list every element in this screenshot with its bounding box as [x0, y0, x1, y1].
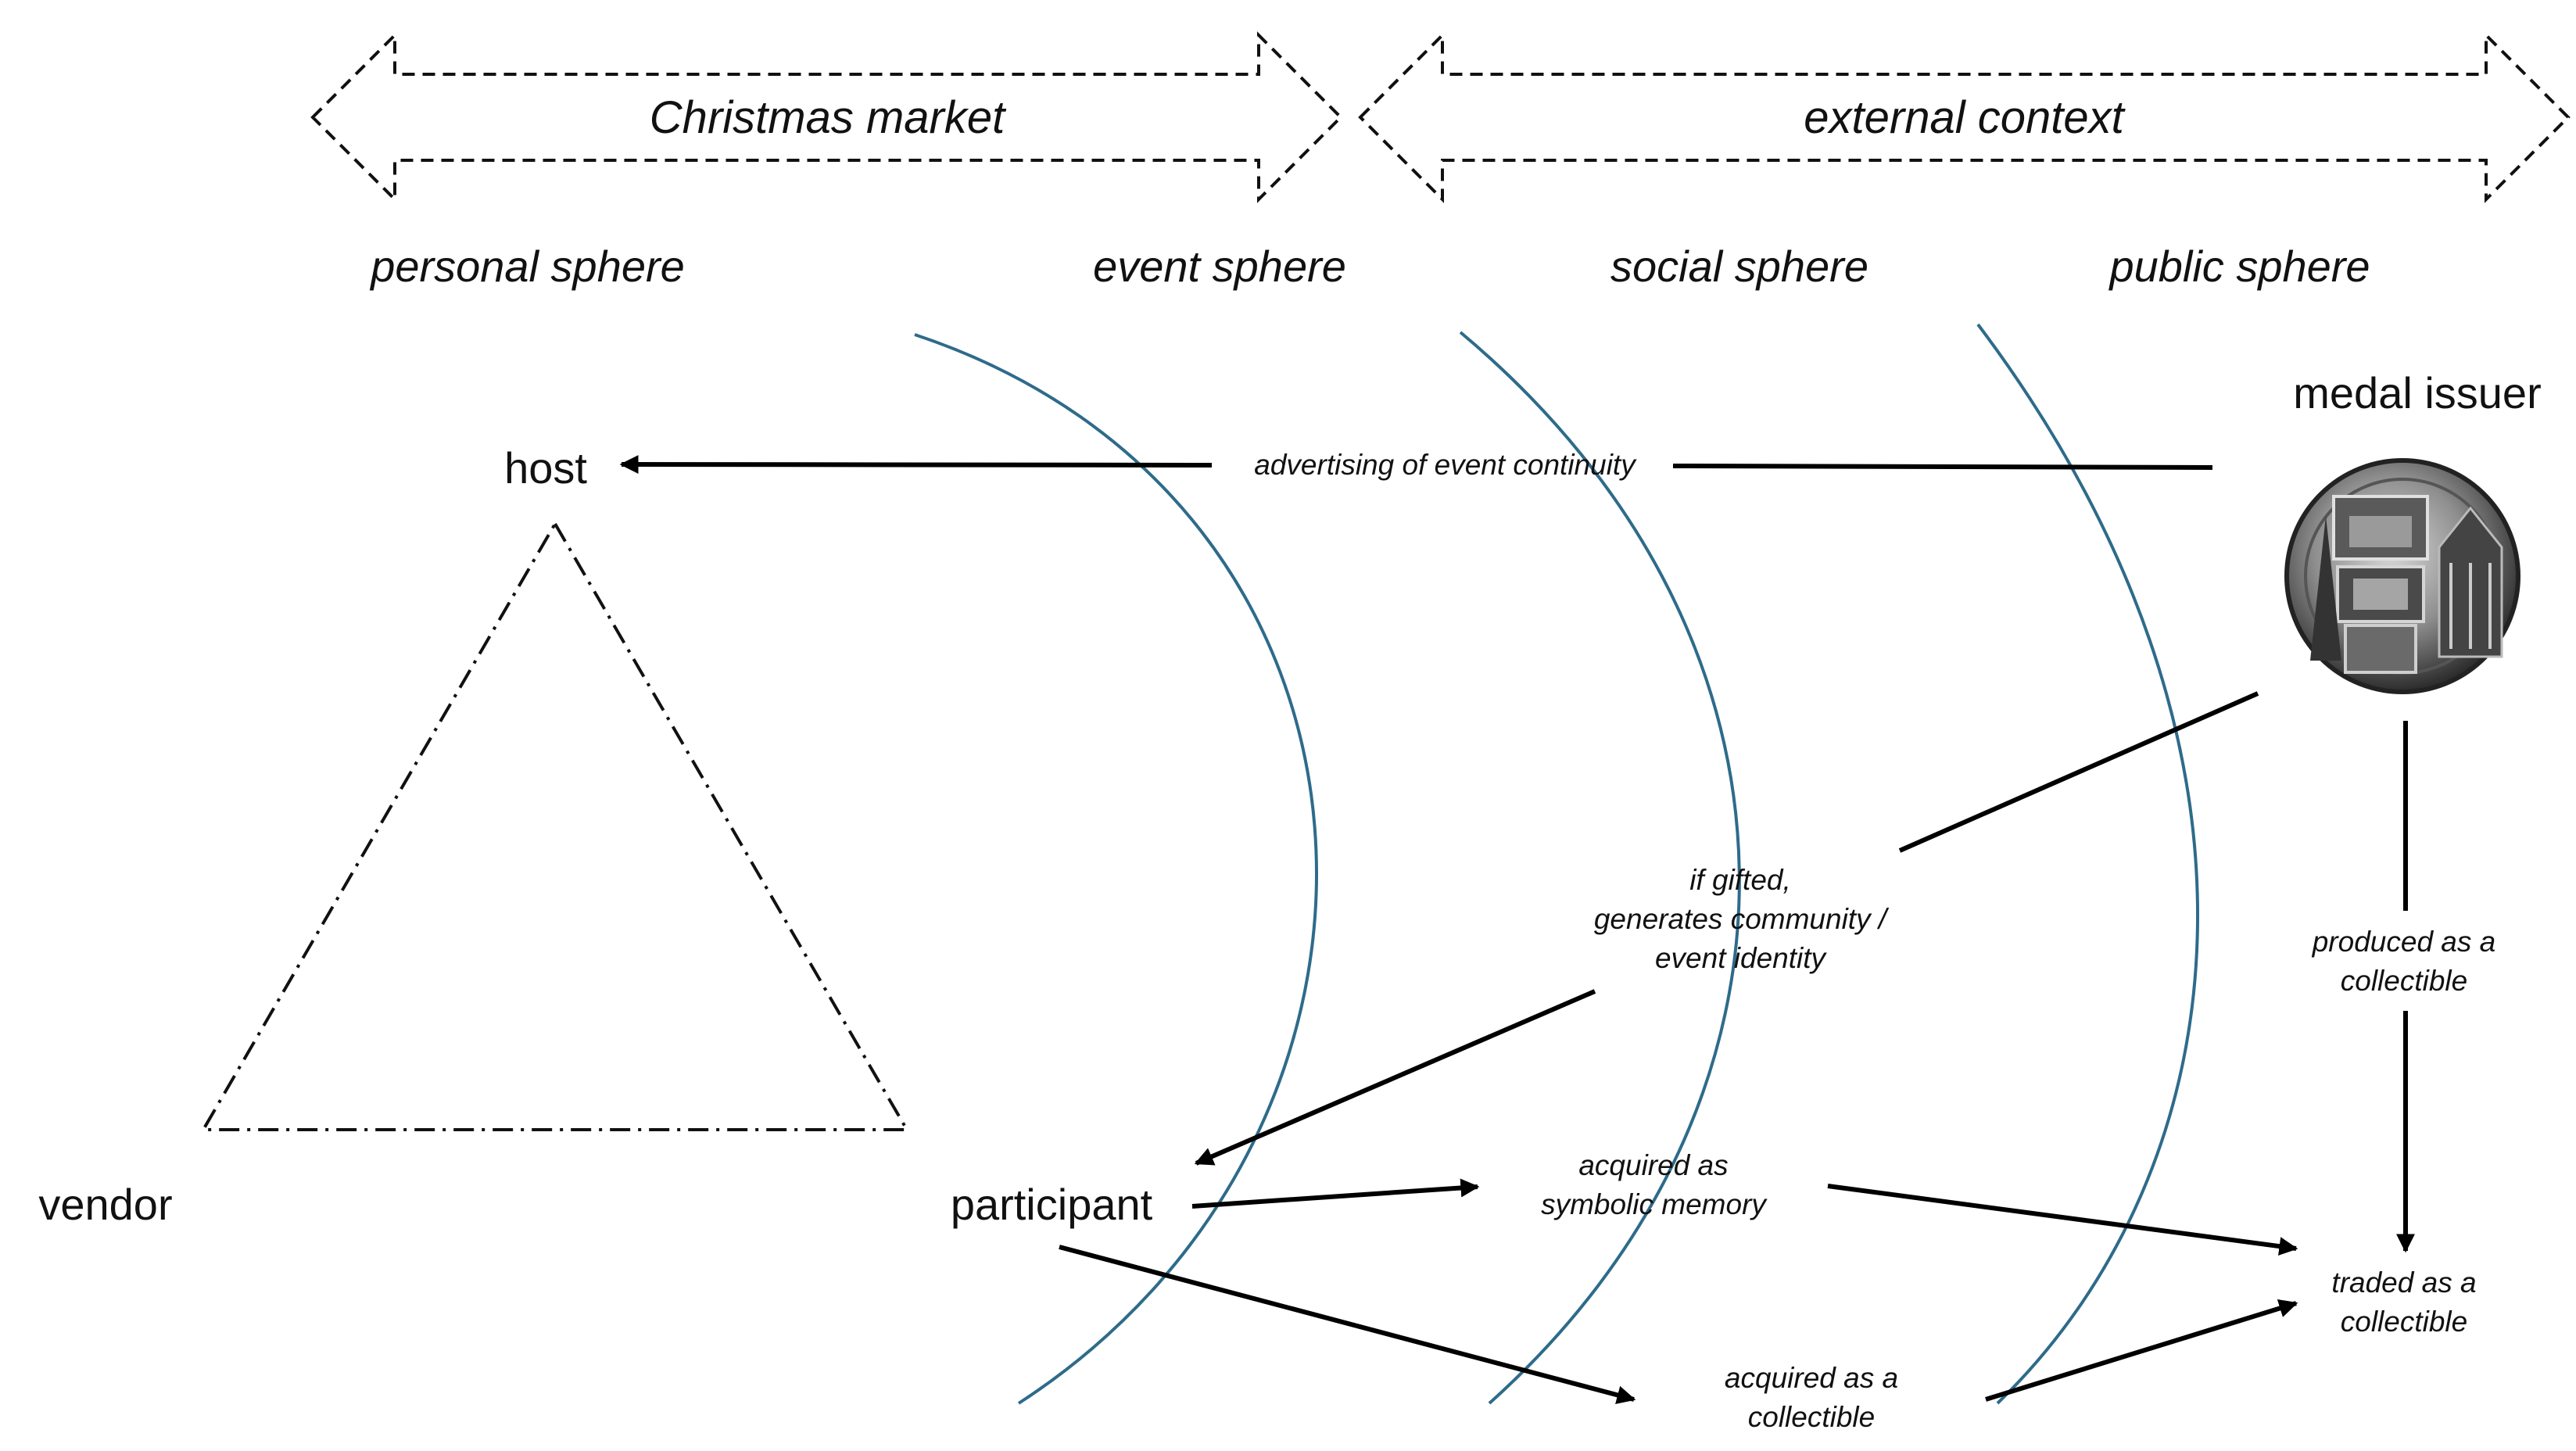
public-sphere-label: public sphere [2108, 242, 2370, 291]
gifted-flow-label: if gifted, generates community / event i… [1594, 864, 1890, 974]
acquired-collectible-line-1: acquired as a [1725, 1362, 1898, 1394]
medal-issuer-label: medal issuer [2293, 368, 2541, 417]
symbolic-line-1: acquired as [1578, 1149, 1728, 1181]
gifted-to-participant-arrow [1194, 989, 1596, 1166]
produced-line-2: collectible [2341, 965, 2467, 997]
christmas-market-label: Christmas market [650, 92, 1007, 143]
christmas-market-band: Christmas market [310, 31, 1343, 203]
event-sphere-arc [914, 333, 1318, 1405]
produced-flow-label: produced as a collectible [2312, 926, 2496, 997]
traded-line-1: traded as a [2331, 1266, 2476, 1299]
vendor-label: vendor [38, 1180, 172, 1229]
external-context-label: external context [1804, 92, 2126, 143]
actor-triangle [200, 521, 910, 1131]
participant-to-symbolic-arrow [1191, 1178, 1480, 1209]
issuer-to-gifted-line [1898, 691, 2259, 853]
event-sphere-label: event sphere [1093, 242, 1346, 291]
personal-sphere-label: personal sphere [369, 242, 685, 291]
gifted-line-1: if gifted, [1689, 864, 1791, 896]
participant-label: participant [951, 1180, 1153, 1229]
acquired-collectible-flow-label: acquired as a collectible [1725, 1362, 1898, 1433]
acquired-collectible-line-2: collectible [1748, 1401, 1875, 1433]
symbolic-to-traded-arrow [1827, 1184, 2298, 1256]
host-label: host [504, 443, 587, 493]
participant-to-collectible-arrow [1059, 1245, 1636, 1405]
public-sphere-arc [1976, 323, 2199, 1405]
medal-image [2284, 458, 2520, 694]
traded-flow-label: traded as a collectible [2331, 1266, 2476, 1338]
symbolic-line-2: symbolic memory [1541, 1188, 1768, 1220]
produced-line-1: produced as a [2312, 926, 2496, 958]
gifted-line-3: event identity [1655, 942, 1828, 974]
collectible-to-traded-arrow [1985, 1299, 2298, 1402]
external-context-band: external context [1358, 31, 2571, 203]
symbolic-flow-label: acquired as symbolic memory [1541, 1149, 1768, 1220]
gifted-line-2: generates community / [1594, 903, 1890, 935]
social-sphere-label: social sphere [1610, 242, 1868, 291]
traded-line-2: collectible [2341, 1306, 2467, 1338]
advertising-flow-label: advertising of event continuity [1254, 449, 1637, 481]
advertising-arrow [619, 455, 2213, 475]
social-sphere-arc [1459, 331, 1741, 1405]
